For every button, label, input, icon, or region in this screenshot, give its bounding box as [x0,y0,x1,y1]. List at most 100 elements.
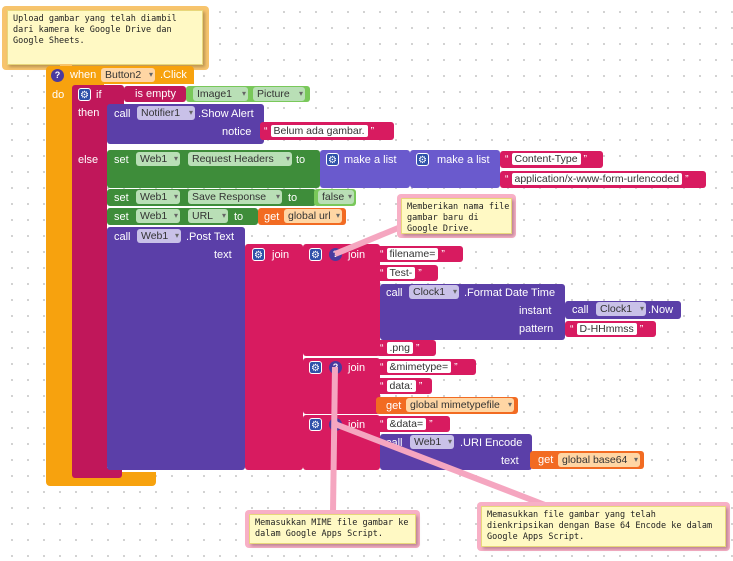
web1-dropdown[interactable]: Web1▾ [410,435,454,449]
gear-icon[interactable]: ⚙ [416,153,429,166]
comment-data[interactable]: Memasukkan file gambar yang telah dienkr… [481,506,726,547]
text-label: text [501,455,519,467]
false-dropdown[interactable]: false▾ [318,190,354,204]
chevron-down-icon: ▾ [347,192,352,201]
web1-dropdown[interactable]: Web1▾ [136,209,180,223]
gear-icon[interactable]: ⚙ [78,88,91,101]
to-label: to [288,192,298,204]
clock1-dropdown[interactable]: Clock1▾ [409,285,459,299]
image1-dropdown[interactable]: Image1▾ [193,87,248,101]
chevron-down-icon: ▾ [275,192,280,201]
request-headers-dropdown[interactable]: Request Headers▾ [188,152,292,166]
set-label: set [114,192,129,204]
make-list-label: make a list [344,154,397,166]
web1-dropdown[interactable]: Web1▾ [137,229,181,243]
connector-mime [330,366,338,513]
gear-icon[interactable]: ⚙ [309,248,322,261]
chevron-down-icon: ▾ [298,89,303,98]
join-outer[interactable] [245,244,303,470]
if-block-foot [72,468,122,478]
join-filename[interactable] [303,244,380,356]
chevron-down-icon: ▾ [188,108,193,117]
join-label: join [272,249,290,261]
then-label: then [78,107,100,119]
get-label: get [264,211,280,223]
pattern-label: pattern [519,323,554,335]
join-label: join [348,362,366,374]
is-empty-label: is empty [135,88,176,100]
pattern-string: “D-HHmmss” [570,323,644,335]
picture-dropdown[interactable]: Picture▾ [253,87,305,101]
chevron-down-icon: ▾ [452,287,457,296]
now-label: .Now [648,304,674,316]
chevron-down-icon: ▾ [173,154,178,163]
chevron-down-icon: ▾ [335,211,340,220]
chevron-down-icon: ▾ [241,89,246,98]
if-block-spine [72,107,107,475]
data-string: “&data=” [380,418,433,430]
gear-icon[interactable]: ⚙ [252,248,265,261]
uri-encode-label: .URI Encode [460,437,523,449]
chevron-down-icon: ▾ [173,211,178,220]
filename-string: “filename=” [380,248,445,260]
post-text-label: .Post Text [186,231,235,243]
click-label: .Click [160,69,187,81]
help-icon[interactable]: ? [51,69,64,82]
call-label: call [114,231,131,243]
comment-filename[interactable]: Memberikan nama file gambar baru di Goog… [401,198,512,234]
join-label: join [348,249,366,261]
call-label: call [114,108,131,120]
chevron-down-icon: ▾ [639,304,644,313]
button2-dropdown[interactable]: Button2▾ [101,68,155,82]
format-date-time-label: .Format Date Time [464,287,556,299]
instant-label: instant [519,305,552,317]
gear-icon[interactable]: ⚙ [309,418,322,431]
web1-dropdown[interactable]: Web1▾ [136,190,180,204]
call-label: call [572,304,589,316]
get-label: get [386,400,402,412]
post-text-block[interactable] [107,227,245,470]
chevron-down-icon: ▾ [447,437,452,446]
chevron-down-icon: ▾ [285,154,290,163]
is-empty-block[interactable] [124,86,186,102]
chevron-down-icon: ▾ [507,400,512,409]
chevron-down-icon: ▾ [148,70,153,79]
notifier1-dropdown[interactable]: Notifier1▾ [137,106,195,120]
show-alert-label: .Show Alert [198,108,254,120]
chevron-down-icon: ▾ [174,231,179,240]
call-label: call [386,287,403,299]
url-dropdown[interactable]: URL▾ [188,209,228,223]
mimetype-dropdown[interactable]: global mimetypefile▾ [406,398,514,412]
global-url-dropdown[interactable]: global url▾ [284,209,342,223]
form-urlencoded-text: “application/x-www-form-urlencoded” [505,173,689,185]
to-label: to [296,154,306,166]
make-list-inner-label: make a list [437,154,490,166]
chevron-down-icon: ▾ [633,455,638,464]
get-label: get [538,454,554,466]
base64-dropdown[interactable]: global base64▾ [558,453,640,467]
clock1-dropdown[interactable]: Clock1▾ [596,302,646,316]
notice-label: notice [222,126,252,138]
mimetype-string: “&mimetype=” [380,361,458,373]
chevron-down-icon: ▾ [173,192,178,201]
when-label: when [70,69,97,81]
set-label: set [114,154,129,166]
gear-icon[interactable]: ⚙ [326,153,339,166]
save-response-dropdown[interactable]: Save Response▾ [188,190,282,204]
comment-mime[interactable]: Memasukkan MIME file gambar ke dalam Goo… [249,514,416,544]
gear-icon[interactable]: ⚙ [309,361,322,374]
content-type-text: “Content-Type” [505,153,588,165]
png-string: “.png” [380,342,420,354]
notice-text: “Belum ada gambar.” [264,125,375,137]
web1-dropdown[interactable]: Web1▾ [136,152,180,166]
set-label: set [114,211,129,223]
chevron-down-icon: ▾ [221,211,226,220]
do-label: do [52,89,65,101]
data-prefix-string: “data:” [380,380,423,392]
test-string: “Test-” [380,267,422,279]
connector-filename [333,223,405,257]
connector-data [333,421,547,508]
else-label: else [78,154,99,166]
comment-upload[interactable]: Upload gambar yang telah diambil dari ka… [7,10,203,65]
